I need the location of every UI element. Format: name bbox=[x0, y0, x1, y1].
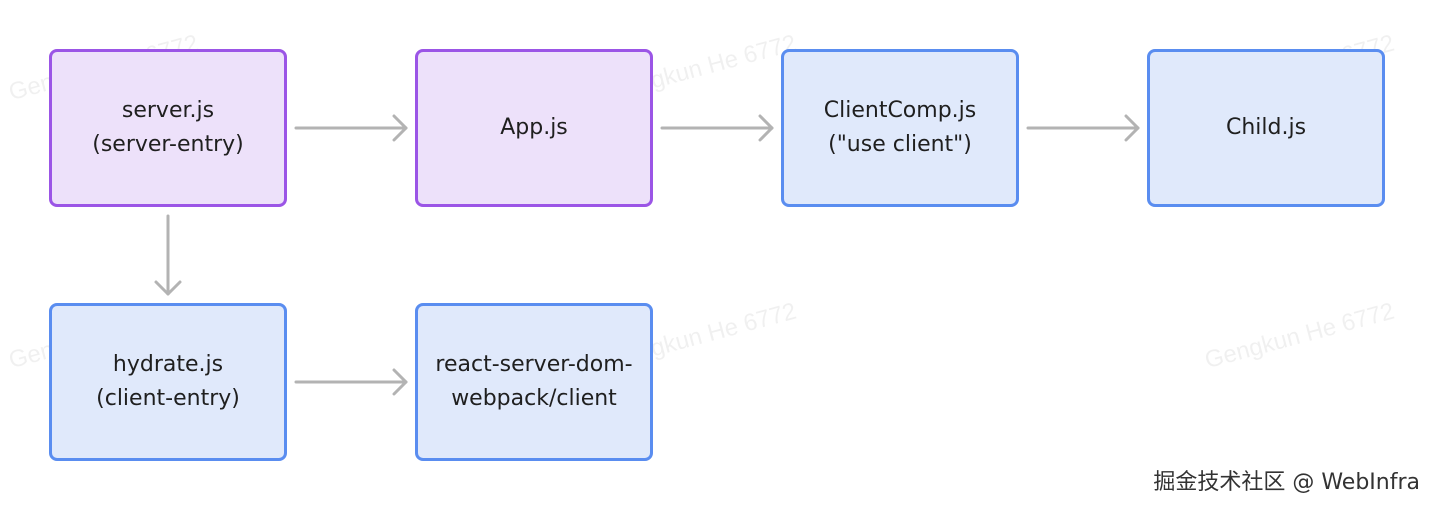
node-label: server.js bbox=[121, 98, 215, 123]
source-credit: 掘金技术社区 @ WebInfra bbox=[1153, 470, 1420, 495]
node-label: hydrate.js bbox=[112, 352, 224, 377]
node-sublabel: ("use client") bbox=[828, 132, 972, 157]
node-app-js[interactable]: App.js bbox=[415, 49, 653, 207]
node-label: Child.js bbox=[1225, 115, 1307, 140]
arrow-clientcomp-to-child bbox=[1026, 114, 1140, 142]
node-child-js[interactable]: Child.js bbox=[1147, 49, 1385, 207]
node-react-server-dom-webpack-client[interactable]: react-server-dom- webpack/client bbox=[415, 303, 653, 461]
node-label: react-server-dom- bbox=[435, 352, 633, 377]
node-clientcomp-js[interactable]: ClientComp.js ("use client") bbox=[781, 49, 1019, 207]
arrow-server-to-app bbox=[294, 114, 408, 142]
node-label: ClientComp.js bbox=[823, 98, 977, 123]
arrow-hydrate-to-rsd-client bbox=[294, 368, 408, 396]
node-sublabel: (server-entry) bbox=[92, 132, 244, 157]
node-sublabel: webpack/client bbox=[451, 386, 617, 411]
arrow-server-to-hydrate bbox=[154, 214, 182, 296]
node-sublabel: (client-entry) bbox=[96, 386, 240, 411]
node-server-js[interactable]: server.js (server-entry) bbox=[49, 49, 287, 207]
node-label: App.js bbox=[500, 115, 568, 140]
node-hydrate-js[interactable]: hydrate.js (client-entry) bbox=[49, 303, 287, 461]
arrow-app-to-clientcomp bbox=[660, 114, 774, 142]
